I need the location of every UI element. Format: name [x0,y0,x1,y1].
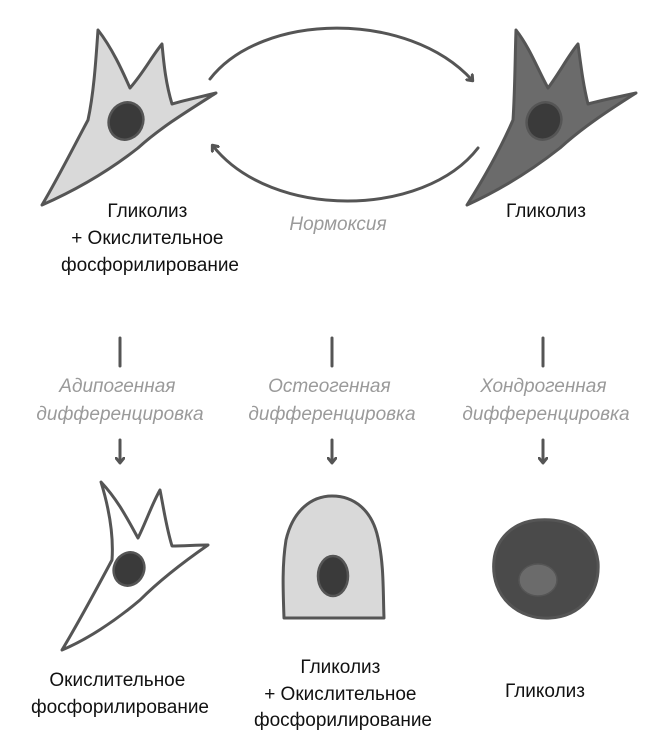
branch-1-result-label: Окислительное фосфорилирование [31,670,209,718]
branch-3-cell-nucleus [519,564,557,596]
top-left-label-line-2: + Окислительное [71,228,223,249]
top-left-cell: Гликолиз + Окислительное фосфорилировани… [42,30,239,276]
branch-1-process-label: Адипогенная дифференцировка [36,376,203,425]
branch-2-result-line-1: Гликолиз [300,657,380,678]
cycle-label: Нормоксия [289,214,386,235]
top-left-label-line-1: Гликолиз [107,201,187,222]
branch-2-cell-nucleus [318,556,348,596]
top-right-label-line-1: Гликолиз [506,201,586,222]
branch-1-process-line-2: дифференцировка [36,404,203,425]
branch-3-result-label: Гликолиз [505,681,585,702]
branch-1-result-line-1: Окислительное [49,670,185,691]
cycle-arrow-top [210,28,472,80]
branch-2-cell [283,496,384,618]
branch-2-process-line-2: дифференцировка [248,404,415,425]
branch-1-cell [62,482,208,650]
top-left-label: Гликолиз + Окислительное фосфорилировани… [61,201,239,276]
branch-3-process-line-1: Хондрогенная [479,376,606,397]
branch-3-process-label: Хондрогенная дифференцировка [462,376,629,425]
branch-3-result-line-1: Гликолиз [505,681,585,702]
branch-2-process-line-1: Остеогенная [268,376,391,397]
top-right-label: Гликолиз [506,201,586,222]
top-left-label-line-3: фосфорилирование [61,255,239,276]
branch-1-result-line-2: фосфорилирование [31,697,209,718]
branch-1-process-line-1: Адипогенная [58,376,175,397]
branch-2-result-line-3: фосфорилирование [254,710,432,731]
branch-2-result-label: Гликолиз + Окислительное фосфорилировани… [254,657,432,731]
branch-2-process-label: Остеогенная дифференцировка [248,376,415,425]
branch-2-result-line-2: + Окислительное [264,684,416,705]
branch-3-cell [494,520,599,618]
cycle-arrow-bottom [213,146,478,201]
top-right-cell: Гликолиз [467,30,636,222]
branch-3-process-line-2: дифференцировка [462,404,629,425]
